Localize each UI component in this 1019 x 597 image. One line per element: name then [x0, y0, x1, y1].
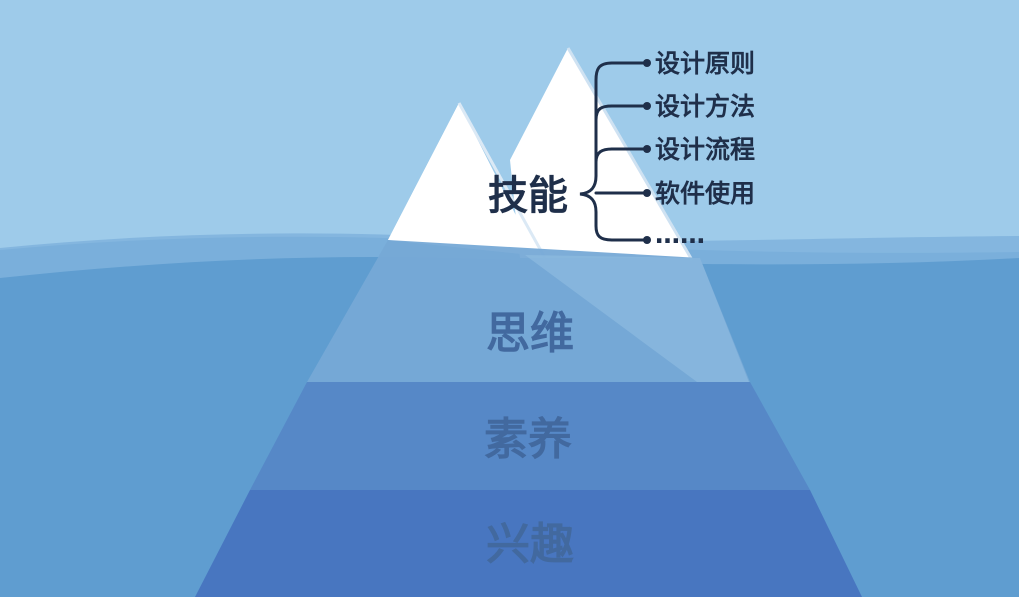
skill-label: 技能 — [488, 173, 568, 219]
layer-label-interest: 兴趣 — [486, 519, 574, 570]
iceberg-peak-left-face — [388, 103, 560, 258]
bracket-dot-4 — [643, 189, 651, 197]
skill-bracket — [579, 61, 647, 242]
bracket-dot-1 — [643, 59, 651, 67]
iceberg-ridge-left — [457, 102, 547, 259]
bracket-dot-2 — [643, 102, 651, 110]
bracket-dots — [643, 59, 651, 244]
bracket-dot-3 — [643, 145, 651, 153]
layer-label-literacy: 素养 — [484, 414, 572, 465]
skill-item-principles: 设计原则 — [655, 49, 756, 78]
skill-item-more: …… — [655, 220, 705, 249]
skill-item-methods: 设计方法 — [655, 92, 756, 121]
skill-item-process: 设计流程 — [655, 135, 756, 164]
layer-band-3 — [195, 490, 862, 597]
bracket-dot-5 — [643, 236, 651, 244]
iceberg-ridge — [566, 47, 694, 261]
layer-band-2 — [250, 382, 810, 490]
bracket-branch-3 — [594, 147, 614, 164]
bracket-branch-2 — [594, 104, 614, 122]
layer-band-1-sheen — [525, 255, 760, 410]
bracket-brace — [579, 61, 614, 242]
layer-label-thinking: 思维 — [486, 308, 574, 359]
skill-item-software: 软件使用 — [655, 179, 756, 208]
